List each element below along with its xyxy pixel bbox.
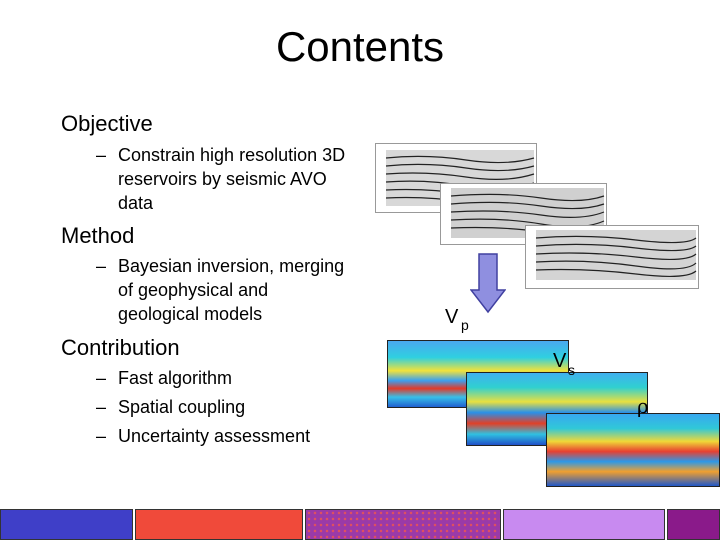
dash-bullet: – [96,256,107,276]
dash-bullet: – [96,145,107,165]
seismic-gather-image [525,225,699,289]
section-heading-objective: Objective [61,111,153,136]
footer-bar-segment-blue [0,509,133,540]
bullet-text: Uncertainty assessment [118,426,311,446]
dash-bullet: – [96,397,107,417]
bullet-text: Bayesian inversion, merging of geophysic… [118,256,345,324]
dash-bullet: – [96,368,107,388]
bullet-text: Fast algorithm [118,368,233,388]
footer-bar-segment-violet [503,509,665,540]
vp-label: V [445,306,459,328]
vs-subscript: s [568,362,575,378]
footer-bar-segment-pattern [305,509,501,540]
vs-label: V [553,350,567,372]
rho-label: ρ [637,394,649,418]
rho-impedance-panel [546,413,720,487]
footer-bar-segment-red [135,509,303,540]
footer-bar-segment-purple [667,509,720,540]
bullet-text: Constrain high resolution 3D reservoirs … [118,145,346,213]
dash-bullet: – [96,426,107,446]
vp-subscript: p [461,317,469,333]
section-heading-contribution: Contribution [61,335,180,360]
slide-title: Contents [275,23,445,70]
section-heading-method: Method [61,223,135,248]
down-arrow-icon [470,253,506,314]
bullet-text: Spatial coupling [118,397,246,417]
seismic-traces [535,230,697,280]
